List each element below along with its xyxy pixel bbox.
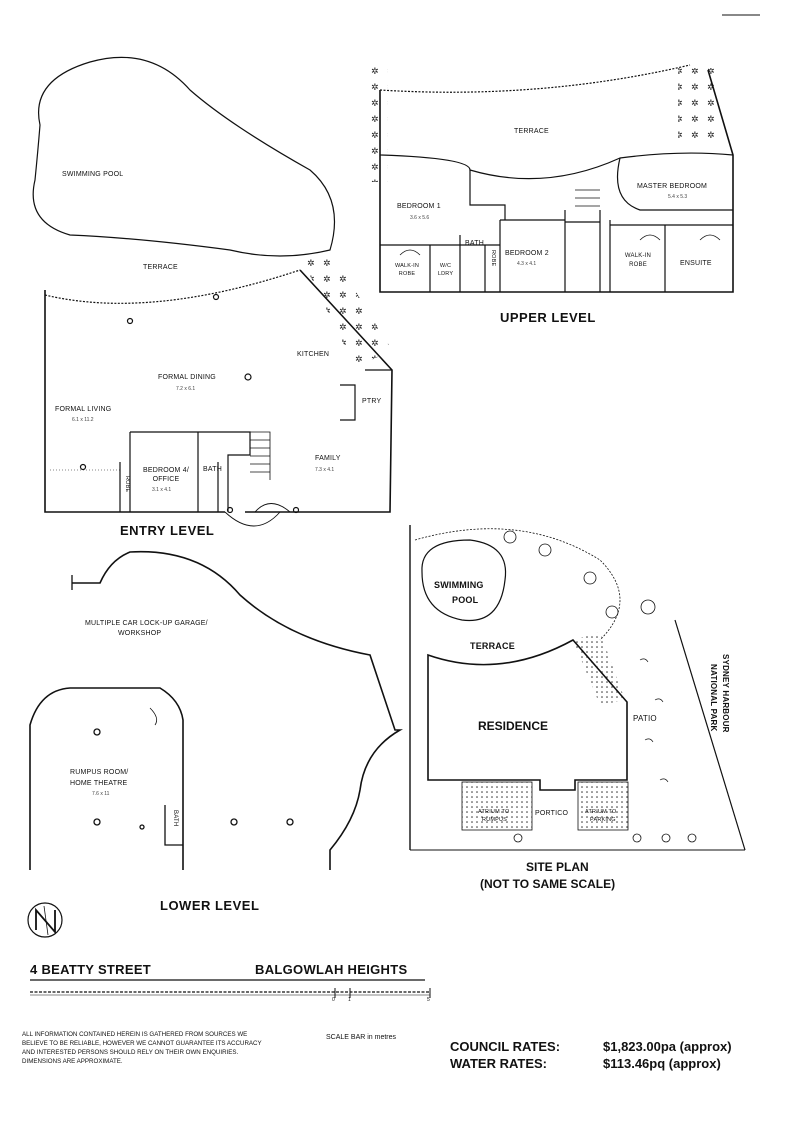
bedroom1-dim: 3.6 x 5.6 (410, 215, 430, 221)
site-park-label-line2: NATIONAL PARK (709, 664, 718, 732)
entry-swimming-pool-label: SWIMMING POOL (62, 171, 124, 178)
garage-label-line1: MULTIPLE CAR LOCK-UP GARAGE/ (85, 620, 208, 627)
entry-swimming-pool-outline (32, 56, 336, 257)
site-atrium-rumpus-line1: ATRIUM TO (478, 809, 510, 815)
disclaimer: ALL INFORMATION CONTAINED HEREIN IS GATH… (22, 1030, 262, 1066)
rumpus-label-line2: HOME THEATRE (70, 780, 128, 787)
entry-terrace-label: TERRACE (143, 264, 178, 271)
garage-label-line2: WORKSHOP (118, 630, 162, 637)
site-pool-label-line1: SWIMMING (434, 580, 484, 590)
formal-dining-dim: 7.2 x 6.1 (176, 386, 196, 392)
upper-level-plan (368, 62, 734, 293)
bedroom4-dim: 3.1 x 4.1 (152, 487, 172, 493)
upper-bath-label: BATH (465, 240, 484, 247)
scale-bar (30, 988, 431, 998)
upper-robe-label: ROBE (490, 250, 496, 267)
family-dim: 7.3 x 4.1 (315, 467, 335, 473)
upper-level-title: UPPER LEVEL (500, 310, 596, 325)
upper-terrace-label: TERRACE (514, 128, 549, 135)
family-label: FAMILY (315, 455, 341, 462)
entry-planter (300, 250, 392, 368)
disclaimer-line: ALL INFORMATION CONTAINED HEREIN IS GATH… (22, 1031, 248, 1038)
address-suburb: BALGOWLAH HEIGHTS (255, 962, 408, 977)
site-atrium-parking-line2: PARKING (590, 817, 616, 823)
upper-walkin-robe-right-label: WALK-IN ROBE (624, 253, 652, 268)
site-residence-label: RESIDENCE (478, 719, 549, 733)
bedroom2-label: BEDROOM 2 (505, 250, 549, 257)
scale-tick-0: 0 (332, 997, 335, 1003)
entry-outer-wall (44, 290, 225, 513)
council-rates-label: COUNCIL RATES: (450, 1039, 561, 1054)
site-residence-outline (427, 638, 628, 791)
site-plan-subtitle: (NOT TO SAME SCALE) (480, 877, 616, 891)
site-atrium-rumpus (461, 781, 533, 831)
formal-living-label: FORMAL LIVING (55, 406, 112, 413)
site-plan-title: SITE PLAN (526, 860, 589, 874)
disclaimer-line: AND INTERESTED PERSONS SHOULD RELY ON TH… (22, 1049, 239, 1056)
disclaimer-line: DIMENSIONS ARE APPROXIMATE. (22, 1058, 123, 1065)
formal-living-dim: 6.1 x 11.2 (72, 417, 94, 423)
garage-outline (72, 550, 404, 870)
entry-terrace-edge (44, 269, 301, 304)
site-atrium-rumpus-line2: RUMPUS (482, 817, 508, 823)
rumpus-label-line1: RUMPUS ROOM/ (70, 769, 129, 776)
upper-planter-left (368, 62, 388, 182)
disclaimer-line: BELIEVE TO BE RELIABLE, HOWEVER WE CANNO… (22, 1040, 262, 1047)
water-rates-value: $113.46pq (approx) (603, 1056, 721, 1071)
lower-level-title: LOWER LEVEL (160, 898, 260, 913)
entry-bath-label: BATH (203, 466, 222, 473)
formal-dining-label: FORMAL DINING (158, 374, 216, 381)
entry-level-title: ENTRY LEVEL (120, 523, 215, 538)
bedroom2-dim: 4.3 x 4.1 (517, 261, 537, 267)
ensuite-label: ENSUITE (680, 260, 712, 267)
site-atrium-parking (577, 781, 629, 831)
rumpus-outline (29, 687, 184, 870)
upper-terrace-edge (379, 64, 691, 93)
lower-level-plan (29, 550, 404, 870)
pantry-label: PTRY (362, 398, 382, 405)
upper-planter-right (678, 68, 718, 140)
entry-robe-label: ROBE (124, 476, 130, 493)
rumpus-dim: 7.6 x 11 (92, 791, 110, 797)
upper-ldry-label: W/C LDRY (437, 263, 454, 277)
site-pool-label-line2: POOL (452, 595, 479, 605)
scale-bar-label: SCALE BAR in metres (326, 1034, 397, 1041)
site-park-label-line1: SYDNEY HARBOUR (721, 654, 730, 733)
scale-tick-5: 5 (427, 997, 430, 1003)
site-patio-label: PATIO (633, 714, 657, 723)
bedroom4-label: BEDROOM 4/ OFFICE (143, 467, 189, 483)
kitchen-label: KITCHEN (297, 351, 330, 358)
master-bedroom-dim: 5.4 x 5.3 (668, 194, 688, 200)
site-terrace-label: TERRACE (470, 641, 515, 651)
upper-balcony-curve (379, 152, 734, 180)
entry-level-plan (32, 56, 393, 527)
lower-bath-label: BATH (172, 810, 178, 827)
site-portico-label: PORTICO (535, 810, 569, 817)
site-atrium-parking-line1: ATRIUM TO (585, 809, 617, 815)
address-street: 4 BEATTY STREET (30, 962, 152, 977)
bedroom1-label: BEDROOM 1 (397, 203, 441, 210)
council-rates-value: $1,823.00pa (approx) (603, 1039, 732, 1054)
scale-tick-1: 1 (348, 997, 351, 1003)
master-bedroom-label: MASTER BEDROOM (637, 183, 708, 190)
upper-walkin-robe-left-label: WALK-IN ROBE (394, 263, 420, 277)
upper-outer-wall (379, 69, 734, 293)
site-pool-outline (421, 539, 507, 622)
site-plan (409, 525, 746, 851)
water-rates-label: WATER RATES: (450, 1056, 548, 1071)
north-arrow-icon (27, 902, 63, 938)
